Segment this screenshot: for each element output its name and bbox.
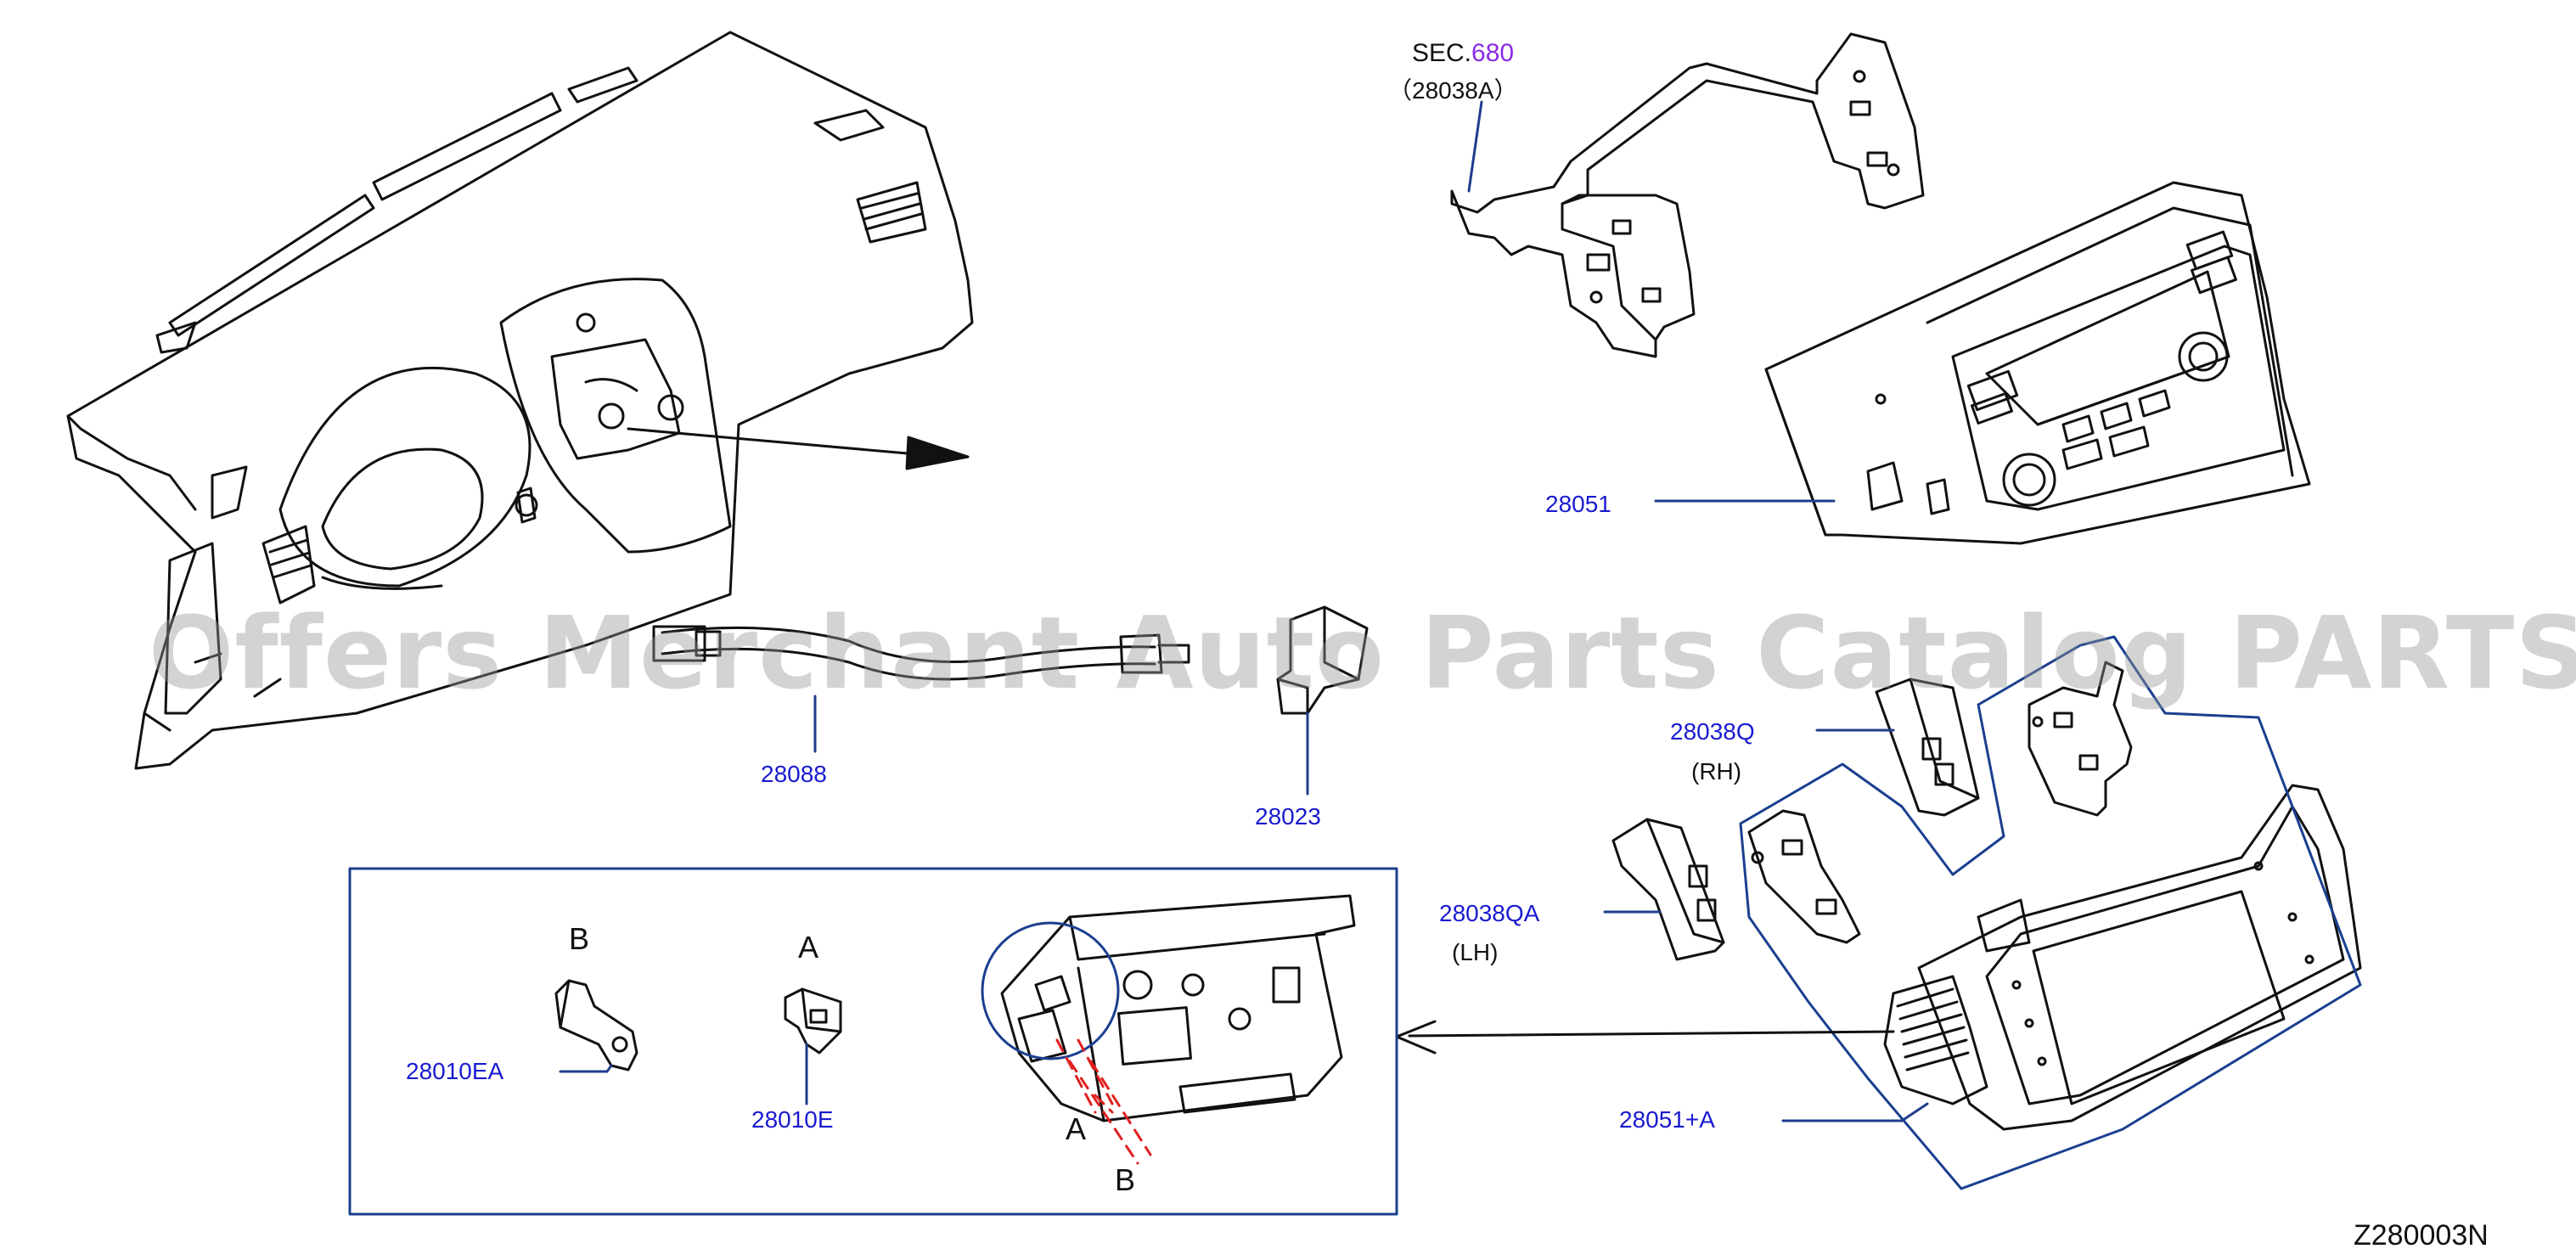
callout-a-top: A [798, 930, 819, 965]
part-label-28051A[interactable]: 28051+A [1619, 1106, 1715, 1133]
detail-unit-back [1000, 894, 1356, 1122]
display-unit-28051A [1883, 784, 2362, 1131]
part-label-28038QA[interactable]: 28038QA [1439, 900, 1540, 926]
dashboard-illustration [66, 31, 974, 770]
section-reference[interactable]: SEC.680 [1412, 41, 1514, 66]
bracket-left [1747, 809, 1861, 944]
part-label-28023[interactable]: 28023 [1255, 803, 1321, 830]
callout-b-top: B [569, 921, 590, 956]
bracket-28010EA [554, 979, 638, 1072]
bracket-sec680 [1450, 32, 1925, 358]
callout-b-detail: B [1115, 1162, 1136, 1197]
callout-a-detail: A [1066, 1111, 1087, 1146]
radio-unit-28051 [1764, 181, 2311, 545]
connector-28023 [1276, 605, 1369, 715]
wire-harness-28088 [652, 625, 1190, 681]
part-label-28010E[interactable]: 28010E [751, 1106, 834, 1133]
bracket-right [2028, 661, 2133, 817]
bracket-28038Q [1875, 678, 1980, 817]
diagram-code: Z280003N [2354, 1219, 2489, 1252]
section-prefix: SEC. [1412, 39, 1472, 67]
leader-lines [559, 100, 1929, 1122]
section-number-link[interactable]: 680 [1471, 39, 1515, 67]
part-label-28038Q[interactable]: 28038Q [1670, 718, 1755, 745]
part-label-28010EA[interactable]: 28010EA [406, 1058, 504, 1084]
part-label-28088[interactable]: 28088 [761, 761, 827, 787]
bracket-28038QA [1611, 818, 1725, 961]
qualifier-rh: (RH) [1691, 758, 1742, 785]
part-label-28051[interactable]: 28051 [1545, 491, 1611, 517]
clip-28010E [784, 987, 842, 1055]
qualifier-lh: (LH) [1452, 939, 1499, 965]
section-part-number: （28038A） [1388, 77, 1518, 104]
